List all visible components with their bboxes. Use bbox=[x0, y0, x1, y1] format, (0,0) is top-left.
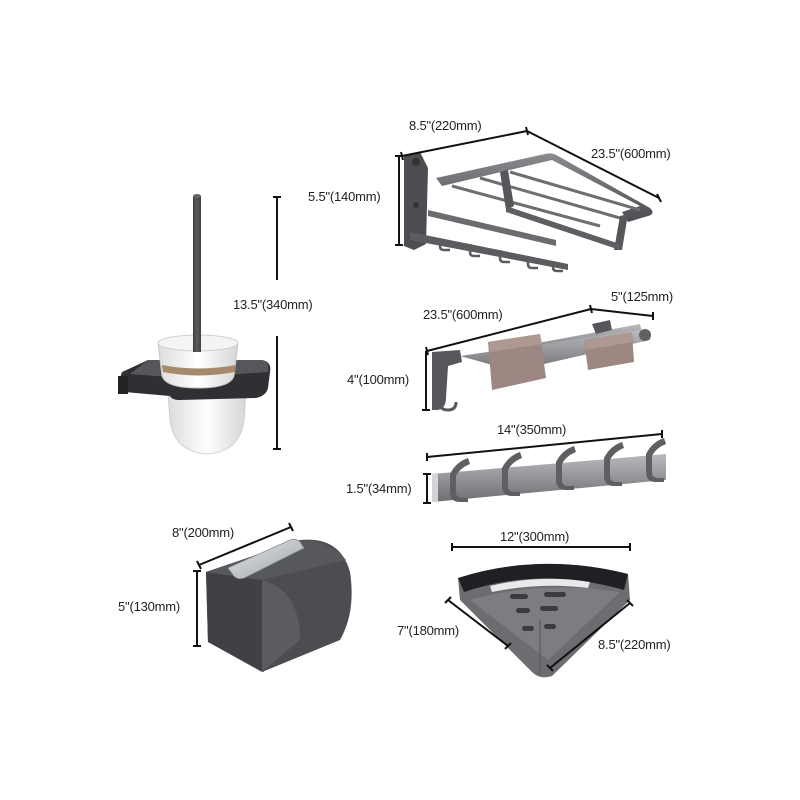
towel-bar-height-label: 4"(100mm) bbox=[347, 372, 410, 387]
toilet-brush-holder bbox=[118, 194, 271, 455]
corner-shelf-side-b-label: 8.5"(220mm) bbox=[598, 637, 671, 652]
hook-rail-width-label: 14"(350mm) bbox=[497, 422, 567, 437]
corner-shelf-width-label: 12"(300mm) bbox=[500, 529, 570, 544]
paper-holder-height-label: 5"(130mm) bbox=[118, 599, 181, 614]
towel-rack-depth-label: 8.5"(220mm) bbox=[409, 118, 482, 133]
double-towel-bar bbox=[432, 320, 651, 412]
towel-rack-width-label: 23.5"(600mm) bbox=[591, 146, 671, 161]
toilet-paper-holder bbox=[206, 538, 352, 672]
brush-holder-height-label: 13.5"(340mm) bbox=[233, 297, 313, 312]
robe-hook-rail bbox=[432, 438, 666, 502]
corner-shower-shelf bbox=[458, 563, 630, 678]
towel-rack-height-label: 5.5"(140mm) bbox=[308, 189, 381, 204]
hook-rail-height-label: 1.5"(34mm) bbox=[346, 481, 412, 496]
towel-bar-depth-label: 5"(125mm) bbox=[611, 289, 674, 304]
corner-shelf-side-a-label: 7"(180mm) bbox=[397, 623, 460, 638]
paper-holder-width-label: 8"(200mm) bbox=[172, 525, 235, 540]
dimension-lines bbox=[193, 126, 663, 672]
folding-towel-rack bbox=[404, 152, 653, 273]
towel-bar-width-label: 23.5"(600mm) bbox=[423, 307, 503, 322]
